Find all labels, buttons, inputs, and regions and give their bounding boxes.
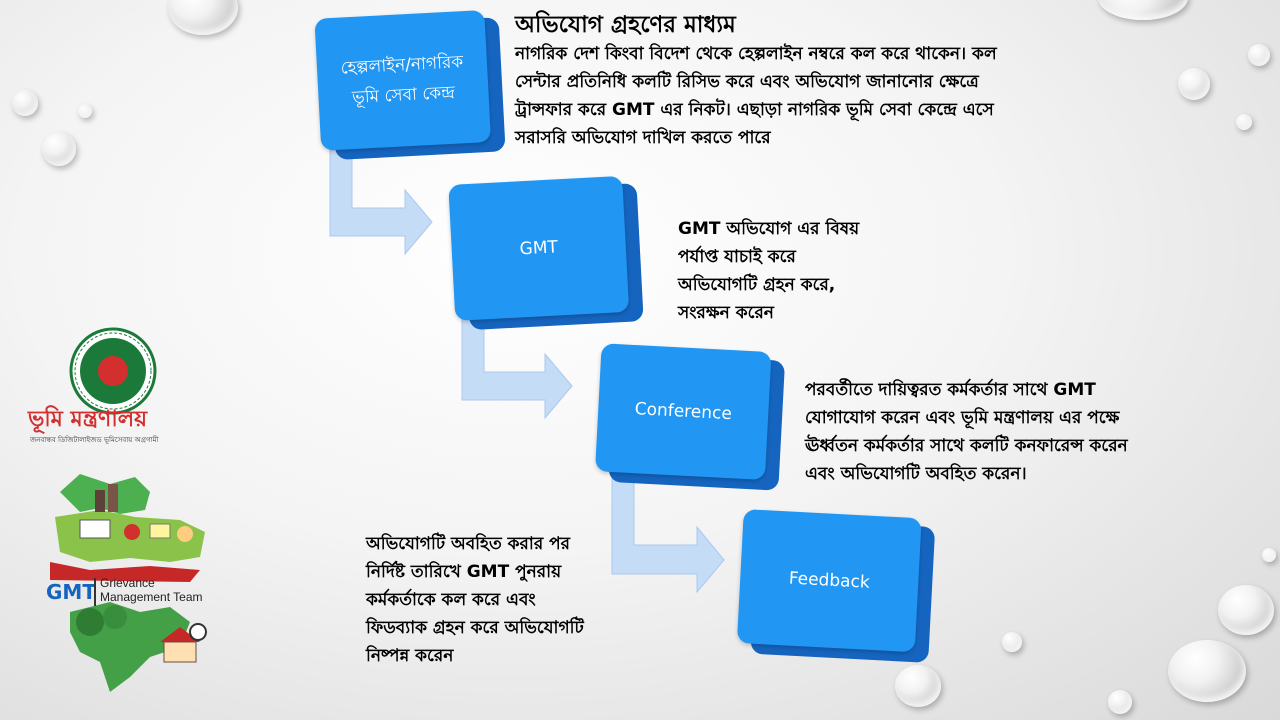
conference-description: পরবর্তীতে দায়িত্বরত কর্মকর্তার সাথে GMT… (805, 380, 1128, 484)
water-drop (895, 665, 941, 707)
water-drop (1098, 0, 1188, 20)
water-drop (1248, 44, 1270, 66)
ministry-logo: ভূমি মন্ত্রণালয় জনবান্ধব ডিজিটালাইজড ভূ… (28, 326, 198, 456)
ministry-name: ভূমি মন্ত্রণালয় (28, 407, 148, 432)
step-label: Conference (595, 343, 772, 481)
water-drop (1108, 690, 1132, 714)
water-drop (1262, 548, 1276, 562)
feedback-description: অভিযোগটি অবহিত করার পর নির্দিষ্ট তারিখে … (366, 534, 584, 666)
water-drop (1218, 585, 1274, 635)
step-label: Feedback (736, 509, 922, 653)
step-box-conference: Conference (595, 343, 786, 491)
slide-title: অভিযোগ গ্রহণের মাধ্যম (515, 12, 736, 38)
step-label: GMT (448, 175, 630, 321)
arrow-2 (461, 309, 573, 420)
step-box-helpline: হেল্পলাইন/নাগরিক ভূমি সেবা কেন্দ্র (314, 9, 506, 160)
gmt-full-line1: Grievance (100, 576, 155, 590)
water-drop (1236, 114, 1252, 130)
arrow-1 (329, 149, 433, 256)
gmt-description: GMT অভিযোগ এর বিষয় পর্যাপ্ত যাচাই করে অ… (678, 219, 860, 323)
water-drop (12, 90, 38, 116)
arrow-3 (611, 469, 725, 594)
bangladesh-map-illustration (50, 474, 207, 692)
intro-text: নাগরিক দেশ কিংবা বিদেশ থেকে হেল্পলাইন নম… (515, 44, 997, 148)
step-box-feedback: Feedback (736, 509, 936, 663)
gmt-full-line2: Management Team (100, 590, 203, 604)
water-drop (78, 104, 92, 118)
water-drop (1168, 640, 1246, 702)
gmt-abbr: GMT (46, 580, 96, 604)
ministry-tagline: জনবান্ধব ডিজিটালাইজড ভূমিসেবায় অগ্রগামী (30, 436, 159, 444)
government-seal (69, 327, 157, 415)
gmt-divider (94, 578, 96, 606)
step-box-gmt: GMT (448, 175, 644, 331)
gmt-logo: GMT Grievance Management Team (40, 462, 240, 702)
water-drop (1002, 632, 1022, 652)
water-drop (42, 132, 76, 166)
water-drop (1178, 68, 1210, 100)
step-label: হেল্পলাইন/নাগরিক ভূমি সেবা কেন্দ্র (314, 10, 492, 151)
